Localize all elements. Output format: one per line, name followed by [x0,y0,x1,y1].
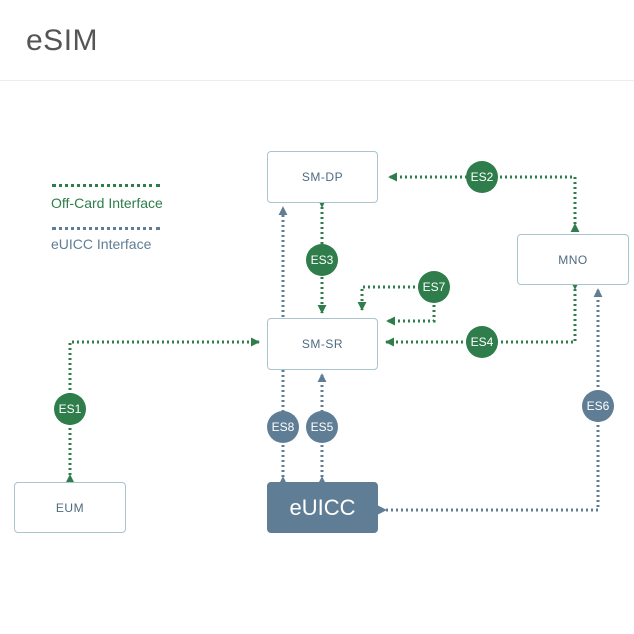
es1-badge [54,393,86,425]
eum-node: EUM [14,482,126,533]
es2-label: ES2 [471,170,494,184]
es2-connector [388,172,580,233]
es7-connector-in [357,285,420,311]
es1-label: ES1 [59,402,82,416]
es1-connector [65,337,260,484]
sm-dp-node: SM-DP [267,151,378,203]
es4-label: ES4 [471,335,494,349]
page-title: eSIM [26,24,99,57]
es6-badge [582,390,614,422]
es6-connector [377,288,603,515]
es3-label: ES3 [311,253,334,267]
es5-label: ES5 [311,420,334,434]
es4-badge [466,326,498,358]
es2-badge [466,161,498,193]
es8-badge [267,411,299,443]
es7-connector-out [386,300,436,326]
es6-label: ES6 [587,399,610,413]
legend-euicc-label: eUICC Interface [51,236,152,252]
es7-label: ES7 [423,280,446,294]
header: eSIM [0,0,634,81]
es7-badge [418,271,450,303]
mno-node: MNO [517,234,629,285]
es5-badge [306,411,338,443]
es8-label: ES8 [272,420,295,434]
legend-off-card-line [52,184,160,187]
sm-sr-node: SM-SR [267,318,378,370]
euicc-node: eUICC [267,482,378,533]
es3-badge [306,244,338,276]
legend-off-card-label: Off-Card Interface [51,195,163,211]
legend-euicc-line [52,227,160,230]
